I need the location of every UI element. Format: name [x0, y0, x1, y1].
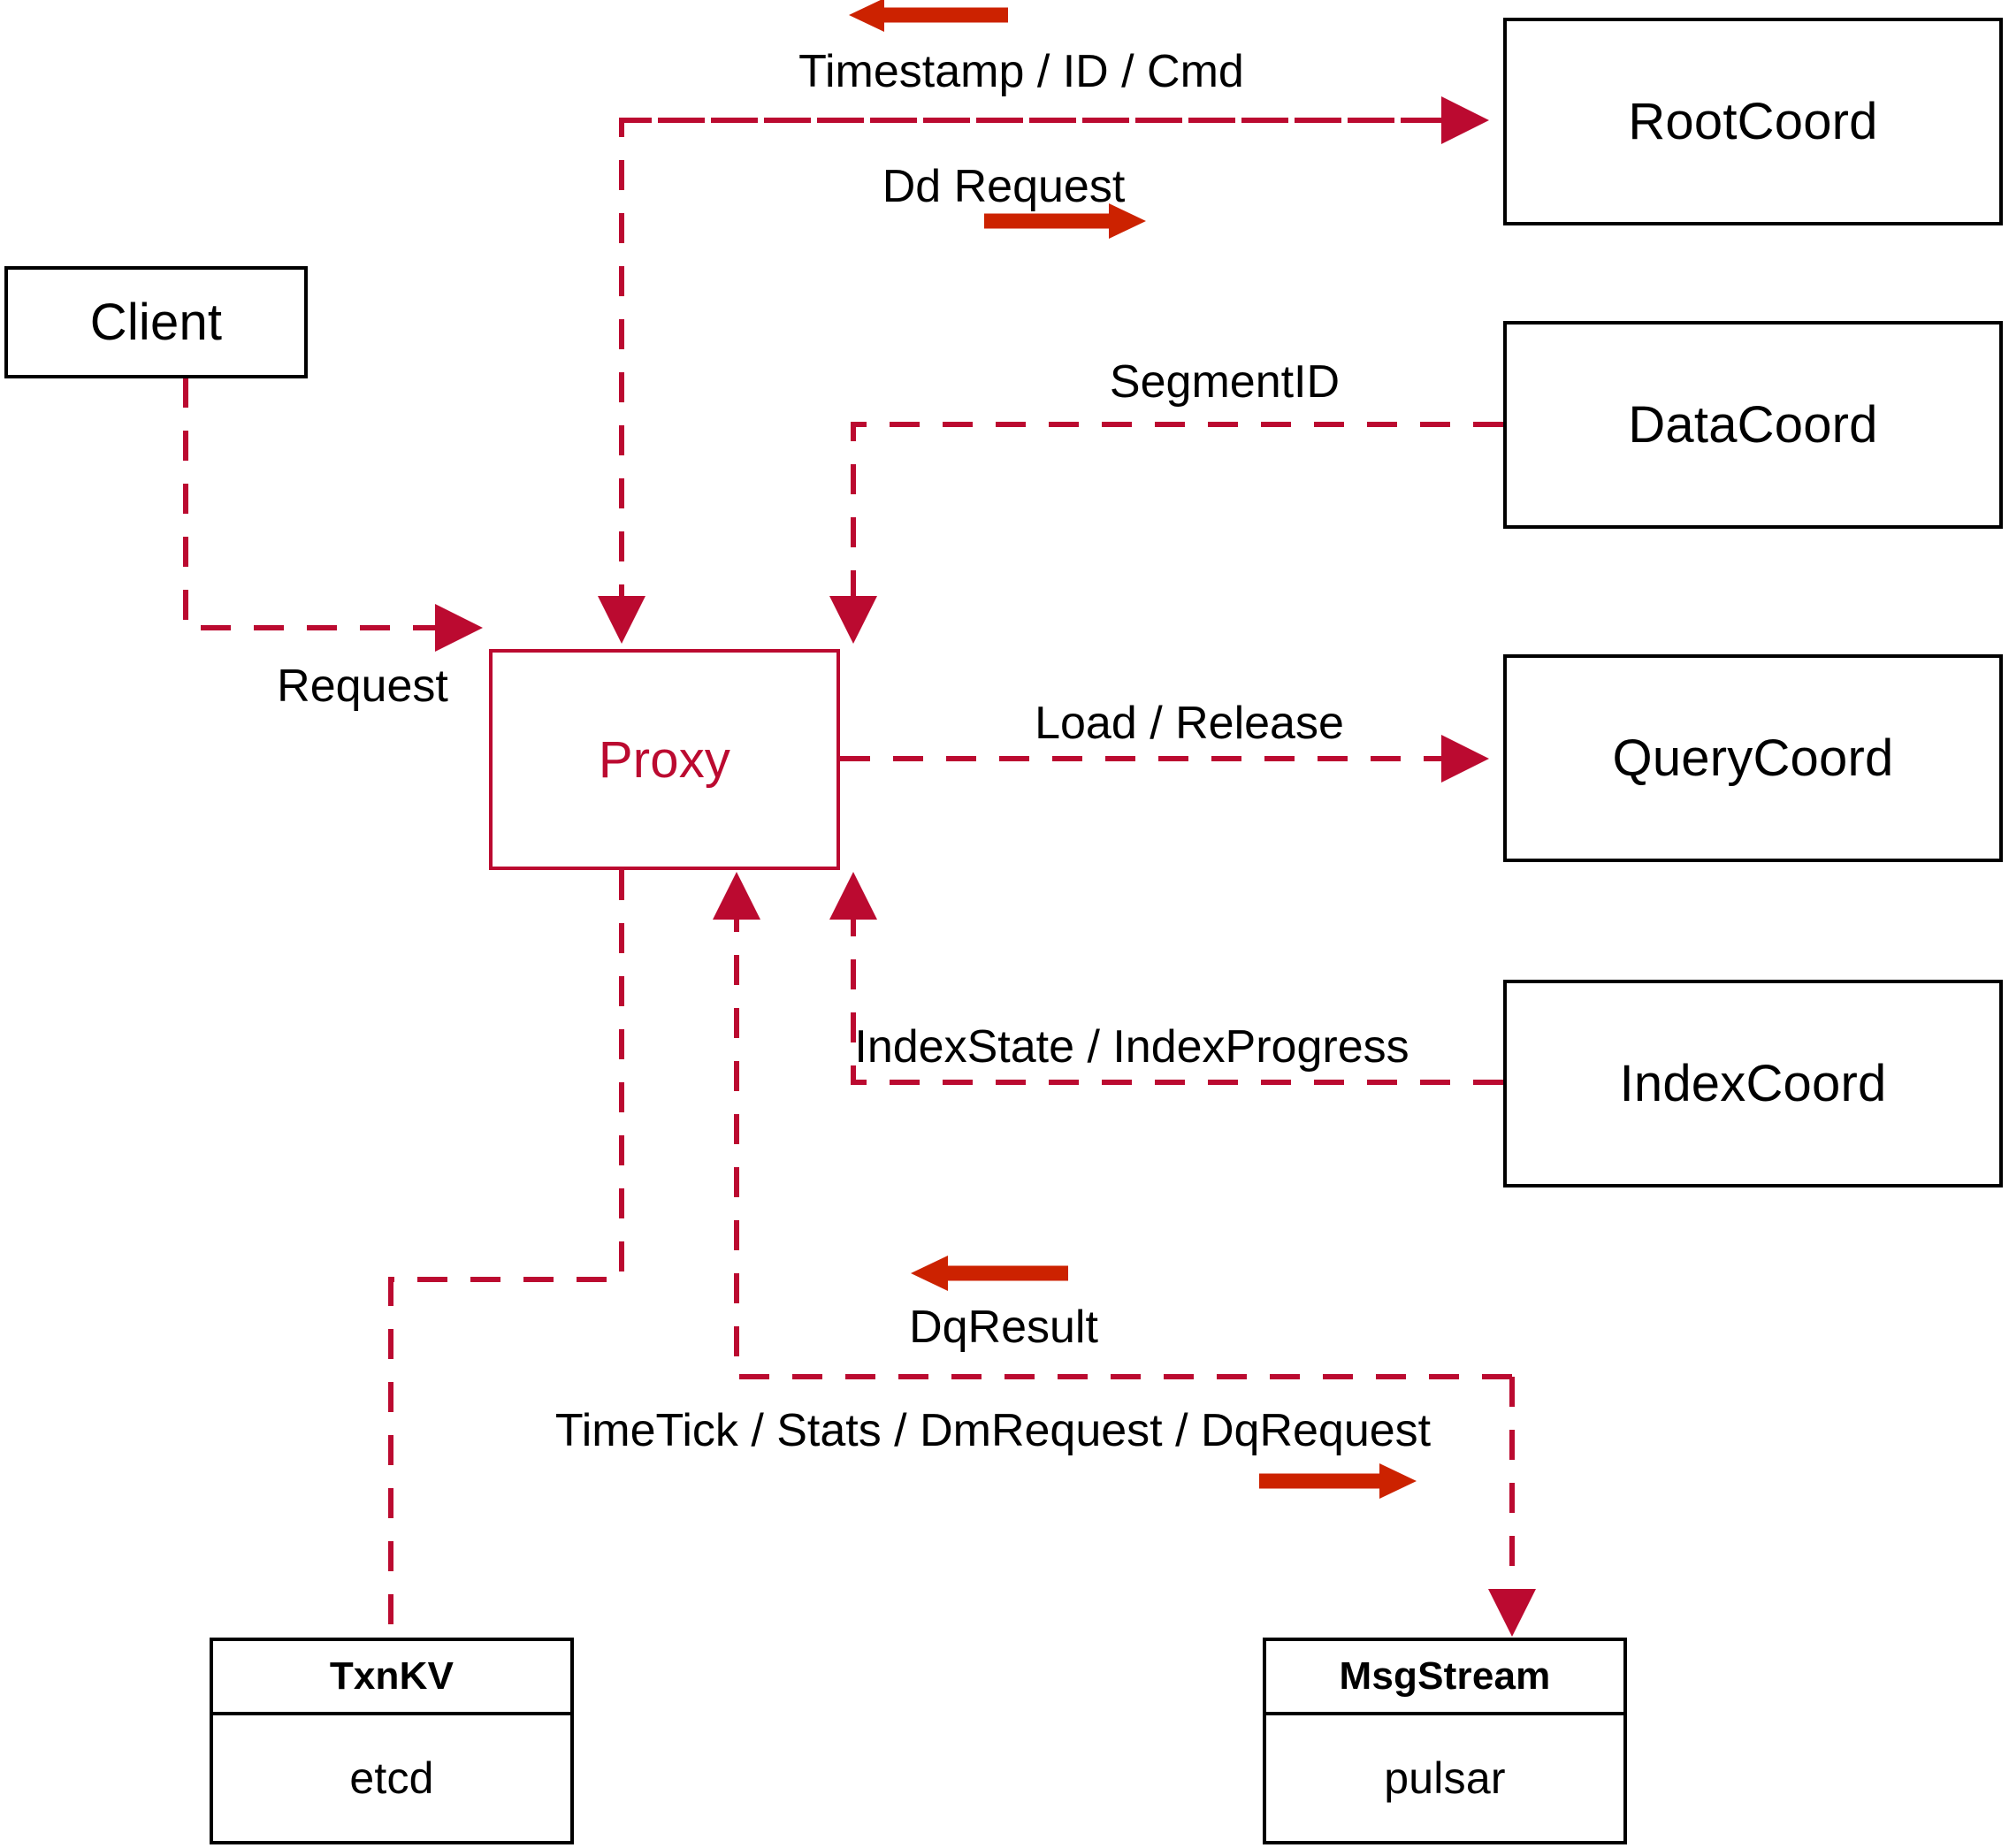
edge-label-segment-id: SegmentID	[1109, 356, 1341, 408]
edge-datacoord-to-proxy	[829, 422, 1503, 644]
node-querycoord[interactable]: QueryCoord	[1503, 654, 2003, 862]
node-msgstream-header: MsgStream	[1266, 1641, 1623, 1715]
edge-msgstream-to-proxy	[713, 872, 1512, 1379]
node-msgstream-body: pulsar	[1266, 1715, 1623, 1841]
edge-label-dq-result: DqResult	[909, 1302, 1098, 1353]
direction-arrow-timetick	[1259, 1463, 1417, 1499]
node-txnkv-title: TxnKV	[329, 1654, 455, 1698]
edge-label-timetick-stats: TimeTick / Stats / DmRequest / DqRequest	[554, 1405, 1432, 1456]
node-txnkv[interactable]: TxnKV etcd	[210, 1638, 574, 1844]
node-proxy[interactable]: Proxy	[489, 649, 840, 870]
direction-arrow-timestamp	[849, 0, 1008, 32]
node-datacoord[interactable]: DataCoord	[1503, 321, 2003, 529]
node-indexcoord-label: IndexCoord	[1619, 1055, 1887, 1112]
edge-label-request: Request	[277, 661, 448, 712]
node-client[interactable]: Client	[4, 266, 308, 378]
node-msgstream-title: MsgStream	[1339, 1654, 1551, 1698]
node-txnkv-body: etcd	[213, 1715, 570, 1841]
edge-indexcoord-to-proxy	[829, 872, 1503, 1085]
edge-label-dd-request: Dd Request	[882, 161, 1126, 212]
node-txnkv-impl: etcd	[349, 1753, 434, 1803]
edge-client-to-proxy	[183, 378, 483, 652]
edge-label-timestamp-id-cmd: Timestamp / ID / Cmd	[798, 46, 1244, 97]
direction-arrow-dd-request	[984, 203, 1146, 239]
node-rootcoord-label: RootCoord	[1628, 93, 1878, 150]
edge-label-load-release: Load / Release	[1035, 698, 1344, 749]
node-datacoord-label: DataCoord	[1628, 396, 1878, 454]
node-client-label: Client	[89, 294, 223, 351]
node-txnkv-header: TxnKV	[213, 1641, 570, 1715]
edge-proxy-to-txnkv	[388, 870, 624, 1638]
node-msgstream[interactable]: MsgStream pulsar	[1263, 1638, 1627, 1844]
edge-label-index-state: IndexState / IndexProgress	[854, 1021, 1409, 1073]
node-indexcoord[interactable]: IndexCoord	[1503, 980, 2003, 1187]
node-proxy-label: Proxy	[598, 730, 731, 789]
node-querycoord-label: QueryCoord	[1612, 729, 1894, 787]
node-msgstream-impl: pulsar	[1384, 1753, 1506, 1803]
node-rootcoord[interactable]: RootCoord	[1503, 18, 2003, 225]
direction-arrow-group	[849, 0, 1417, 1499]
direction-arrow-dqresult	[911, 1256, 1068, 1291]
